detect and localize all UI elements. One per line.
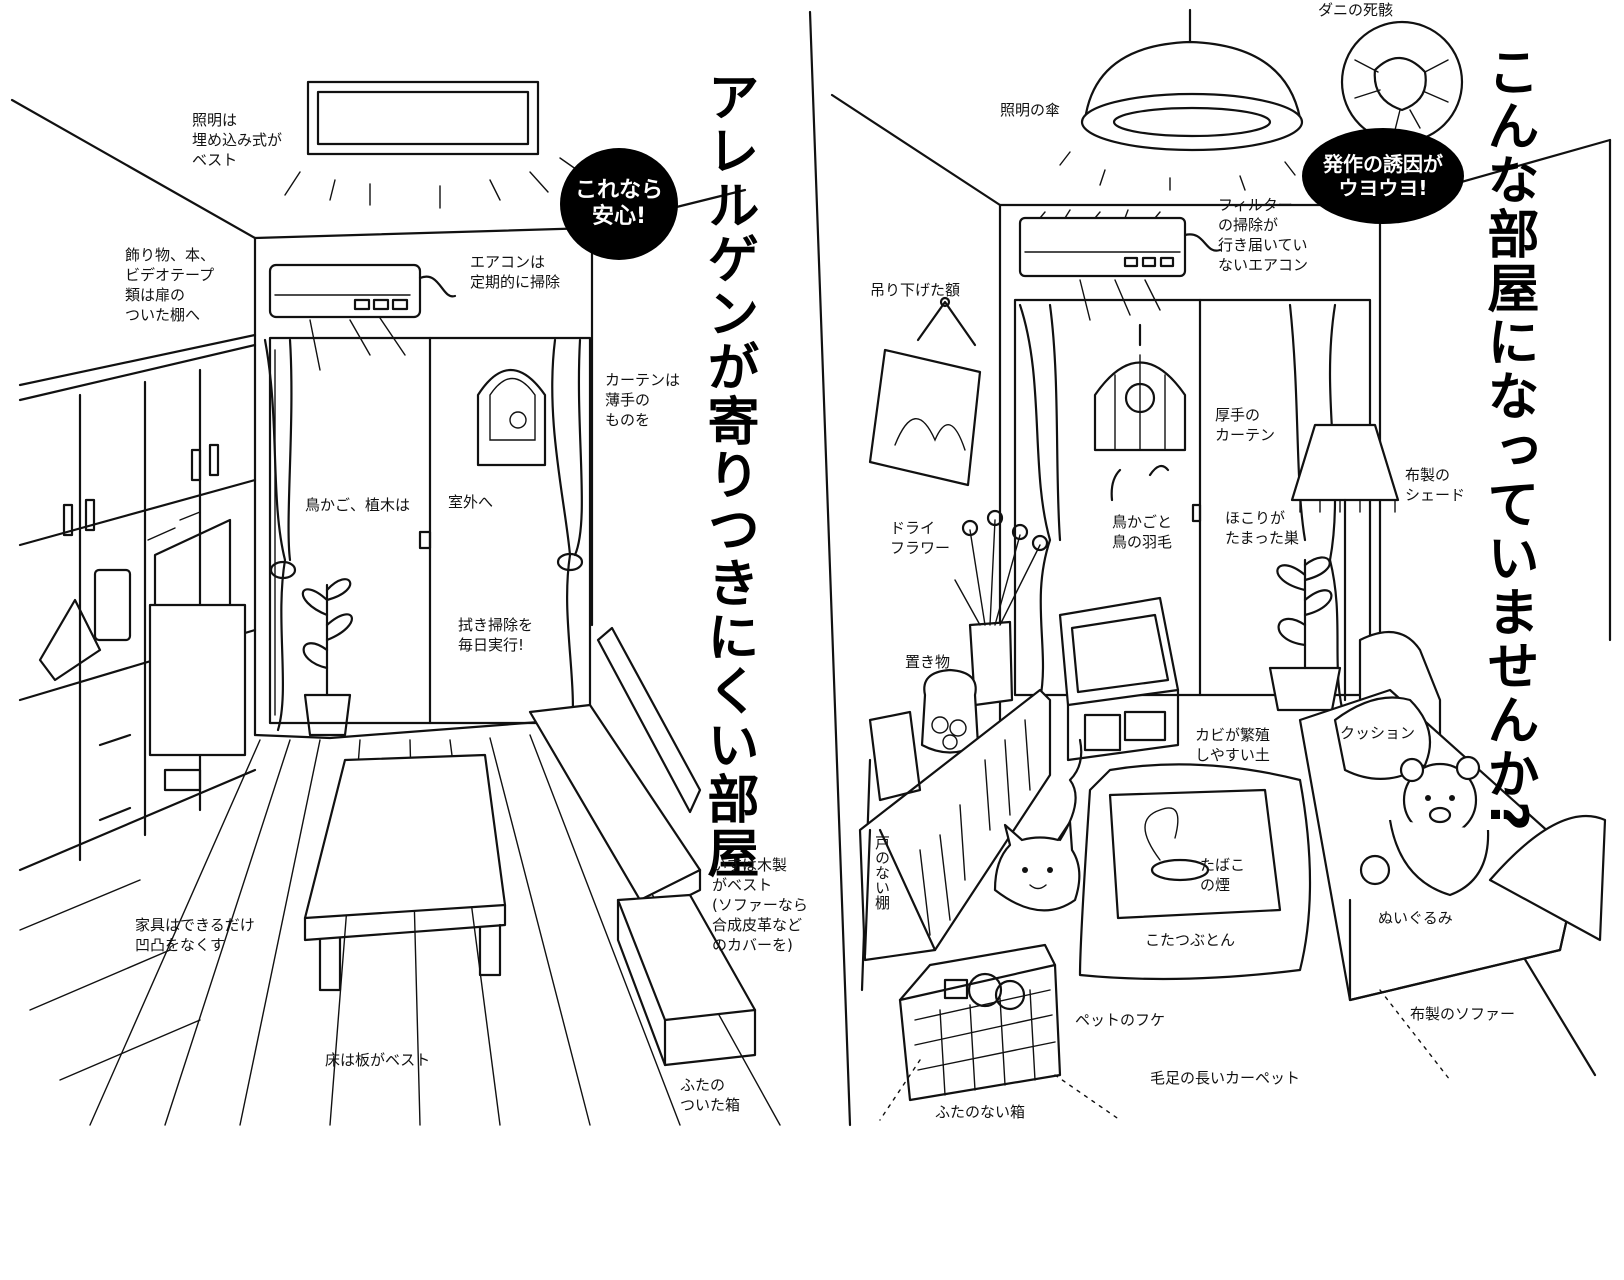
cat-icon: [993, 738, 1083, 912]
left-panel-title: アレルゲンが寄りつきにくい部屋: [698, 70, 758, 880]
stuffed-bear-icon: [1359, 755, 1490, 897]
long-pile-carpet: [879, 989, 1451, 1121]
left-panel-badge: これなら 安心!: [560, 148, 678, 260]
label-dusty-nest: ほこりが たまった巣: [1225, 509, 1299, 547]
label-floor: 床は板がベスト: [325, 1051, 431, 1069]
label-kotatsu: こたつぶとん: [1145, 931, 1236, 949]
label-frame: 吊り下げた額: [870, 281, 961, 299]
label-curtain: カーテンは 薄手の ものを: [605, 371, 681, 429]
low-table-icon: [303, 753, 507, 992]
right-room-drawing: [830, 8, 1612, 1121]
lidless-basket-icon: [898, 943, 1062, 1102]
label-mold-soil: カビが繁殖 しやすい土: [1195, 726, 1271, 764]
label-stuffed-toy: ぬいぐるみ: [1378, 909, 1453, 927]
open-shelf-icon: [858, 688, 1052, 962]
wooden-chair-icon: [528, 626, 702, 922]
label-doorless-shelf: 戸のない棚: [873, 835, 891, 910]
potted-plant-icon: [301, 578, 353, 737]
birdcage-icon: [1093, 323, 1187, 502]
label-pet-dander: ペットのフケ: [1075, 1011, 1166, 1029]
fabric-lamp-shade-icon: [1290, 423, 1400, 702]
thick-curtain-right: [1288, 303, 1347, 722]
arched-window-icon: [476, 369, 547, 467]
label-dead-mites: ダニの死骸: [1318, 1, 1394, 19]
recessed-light-icon: [284, 80, 581, 209]
label-outdoors: 室外へ: [448, 493, 494, 511]
lamp-shade-icon: [1059, 8, 1304, 191]
label-fabric-sofa: 布製のソファー: [1410, 1005, 1516, 1023]
hanging-frame-icon: [868, 296, 982, 487]
right-panel-title: こんな部屋になっていませんか?: [1478, 45, 1538, 834]
label-decor: 飾り物、本、 ビデオテープ 類は扉の ついた棚へ: [125, 246, 216, 324]
label-birdcage: 鳥かごと 鳥の羽毛: [1112, 513, 1173, 551]
closed-cabinets: [18, 343, 257, 872]
air-conditioner-icon: [268, 263, 457, 371]
label-lighting: 照明は 埋め込み式が ベスト: [192, 111, 283, 169]
dirty-air-conditioner-icon: [1018, 209, 1222, 321]
right-panel-badge: 発作の誘因が ウヨウヨ!: [1302, 128, 1464, 224]
panel-divider: [808, 10, 852, 1127]
label-dried-flower: ドライ フラワー: [890, 519, 951, 557]
label-lidded-box: ふたの ついた箱: [680, 1076, 741, 1114]
label-thick-curtain: 厚手の カーテン: [1215, 406, 1276, 444]
label-fabric-shade: 布製の シェード: [1405, 466, 1466, 504]
potted-plant-soil-icon: [1268, 556, 1342, 712]
label-aircon: エアコンは 定期的に掃除: [470, 253, 561, 291]
label-chair: いすは木製 がベスト (ソファーなら 合成皮革など のカバーを): [712, 856, 808, 954]
label-lidless-box: ふたのない箱: [935, 1103, 1026, 1121]
wood-floor: [19, 727, 781, 1126]
label-cigarette: たばこ の煙: [1200, 856, 1246, 894]
label-carpet: 毛足の長いカーペット: [1150, 1069, 1301, 1087]
lidded-box-icon: [616, 893, 757, 1067]
thin-curtain-right: [551, 338, 584, 742]
kotatsu-icon: [1078, 763, 1312, 981]
label-filter: フィルター の掃除が 行き届いてい ないエアコン: [1218, 196, 1309, 274]
thin-curtain-left: [263, 338, 297, 732]
left-room-drawing: [10, 80, 781, 1126]
cushion-icon: [1333, 696, 1432, 780]
label-lamp-shade: 照明の傘: [1000, 101, 1061, 119]
label-ornament: 置き物: [905, 653, 951, 671]
label-cushion: クッション: [1340, 724, 1416, 742]
label-furniture: 家具はできるだけ 凹凸をなくす: [135, 916, 255, 954]
dust-mite-icon: [1340, 20, 1464, 144]
label-birdcage-plants: 鳥かご、植木は: [305, 496, 411, 514]
ornament-jar-icon: [920, 668, 980, 754]
television-icon: [1058, 596, 1180, 762]
label-wipe: 拭き掃除を 毎日実行!: [458, 616, 534, 654]
thick-curtain-left: [1018, 303, 1062, 702]
